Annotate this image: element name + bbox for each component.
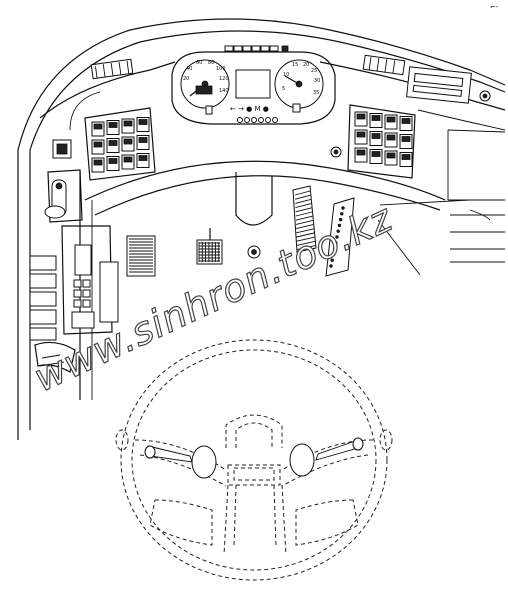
svg-text:20: 20 [303,62,309,68]
right-switch-panel [330,104,416,179]
dashboard-outline [17,18,506,440]
right-cabin [377,199,491,276]
left-vent [90,58,134,80]
floor-bolt [247,245,261,259]
svg-text:15: 15 [292,62,298,68]
brake-pedal [292,185,317,253]
corner-mark: ⌐- [490,3,499,11]
left-switch-panel [84,107,156,181]
power-switch-icon [52,139,72,159]
instrument-cluster: 20 40 60 80 100 120 140 ← → ● M ● 5 10 1… [171,45,336,125]
right-vent [362,54,406,76]
svg-text:40: 40 [186,66,192,72]
center-display [235,69,271,99]
svg-text:5: 5 [282,86,285,92]
accelerator-pedal [325,197,355,277]
temp-icon [292,103,301,113]
svg-text:35: 35 [313,90,319,96]
cluster-buttons [237,117,278,123]
svg-text:60: 60 [196,60,202,66]
fuel-icon [205,105,213,115]
clutch-pedal [196,228,223,265]
svg-text:80: 80 [208,60,214,66]
odometer-display [195,85,213,95]
steering-wheel-icon [115,339,393,581]
svg-text:100: 100 [216,66,226,72]
svg-text:120: 120 [219,76,229,82]
warning-light-strip [224,45,289,52]
radio-unit [406,66,491,104]
tachometer: 5 10 15 20 25 30 35 [274,59,324,109]
floor-vent [126,235,156,277]
svg-text:10: 10 [283,72,289,78]
svg-text:20: 20 [183,76,189,82]
steering-column [235,172,273,226]
svg-text:25: 25 [311,68,317,74]
left-lower-console [29,225,119,373]
svg-text:30: 30 [314,78,320,84]
cluster-symbols: ← → ● M ● [230,105,269,113]
speedometer: 20 40 60 80 100 120 140 [180,59,230,109]
svg-text:140: 140 [219,88,229,94]
